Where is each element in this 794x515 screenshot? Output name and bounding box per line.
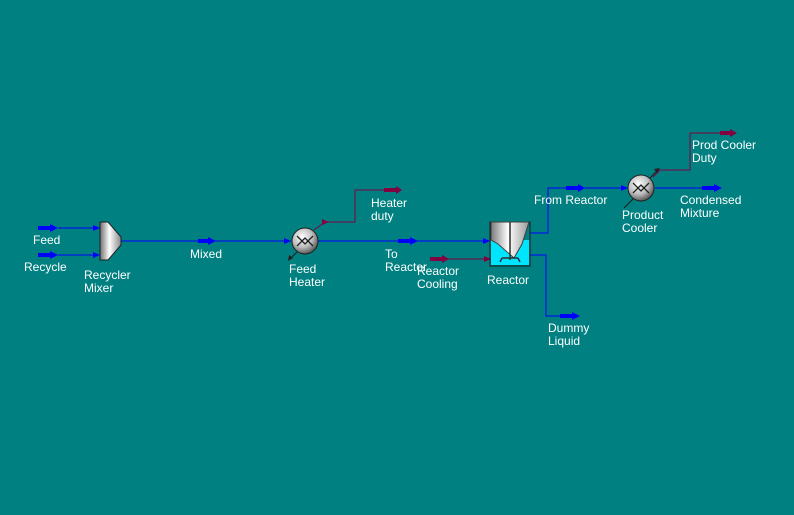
prod-cooler-duty-stream-line[interactable] xyxy=(652,132,720,178)
from-reactor-label: From Reactor xyxy=(534,193,608,207)
reactor-vessel-icon xyxy=(489,221,531,267)
reactor-cooling-tip-arrow-icon xyxy=(484,256,491,262)
prod-cooler-duty-arrow-icon[interactable] xyxy=(720,129,737,137)
from-reactor-stream-line[interactable] xyxy=(530,187,628,234)
feed-heater-unit[interactable] xyxy=(288,227,319,261)
recycle-arrow-icon[interactable] xyxy=(38,251,58,259)
reactor-unit[interactable] xyxy=(489,221,531,267)
heat-exchanger-icon xyxy=(288,227,319,261)
condensed-mixture-label: Condensed Mixture xyxy=(680,193,742,220)
feed-label: Feed xyxy=(33,233,61,247)
recycler-mixer-label: Recycler Mixer xyxy=(84,268,131,295)
recycle-label: Recycle xyxy=(24,260,67,274)
cooler-in-arrow-icon xyxy=(621,185,628,191)
heater-duty-arrow-icon[interactable] xyxy=(384,186,402,194)
heater-in-arrow-icon xyxy=(284,238,291,244)
heater-duty-tip-arrow-icon xyxy=(322,219,329,225)
heat-exchanger-icon xyxy=(623,168,660,209)
reactor-cooling-arrow-icon[interactable] xyxy=(430,255,449,263)
mixed-arrow-icon[interactable] xyxy=(198,237,216,245)
heater-duty-label: Heater duty xyxy=(371,196,408,223)
dummy-liquid-label: Dummy Liquid xyxy=(548,321,590,348)
to-reactor-arrow-icon[interactable] xyxy=(398,237,418,245)
feed-arrow-icon[interactable] xyxy=(38,224,58,232)
reactor-label: Reactor xyxy=(487,273,530,287)
dummy-liquid-stream-line[interactable] xyxy=(530,254,562,317)
to-reactor-label: To Reactor xyxy=(385,247,428,274)
recycle-junction-arrow-icon xyxy=(93,252,100,258)
recycler-mixer-unit[interactable] xyxy=(99,221,122,261)
mixed-label: Mixed xyxy=(190,247,223,261)
dummy-liquid-arrow-icon[interactable] xyxy=(560,312,580,320)
prod-cooler-duty-label: Prod Cooler Duty xyxy=(692,138,757,165)
product-cooler-unit[interactable] xyxy=(623,168,660,209)
product-cooler-label: Product Cooler xyxy=(622,208,664,235)
reactor-cooling-label: Reactor Cooling xyxy=(417,264,460,291)
feed-heater-label: Feed Heater xyxy=(289,262,326,289)
condensed-mixture-arrow-icon[interactable] xyxy=(702,184,722,192)
reactor-in-arrow-icon xyxy=(483,238,490,244)
heater-duty-stream-line[interactable] xyxy=(313,189,384,231)
from-reactor-arrow-icon[interactable] xyxy=(566,184,585,192)
mixer-icon xyxy=(99,221,122,261)
feed-junction-arrow-icon xyxy=(93,225,100,231)
